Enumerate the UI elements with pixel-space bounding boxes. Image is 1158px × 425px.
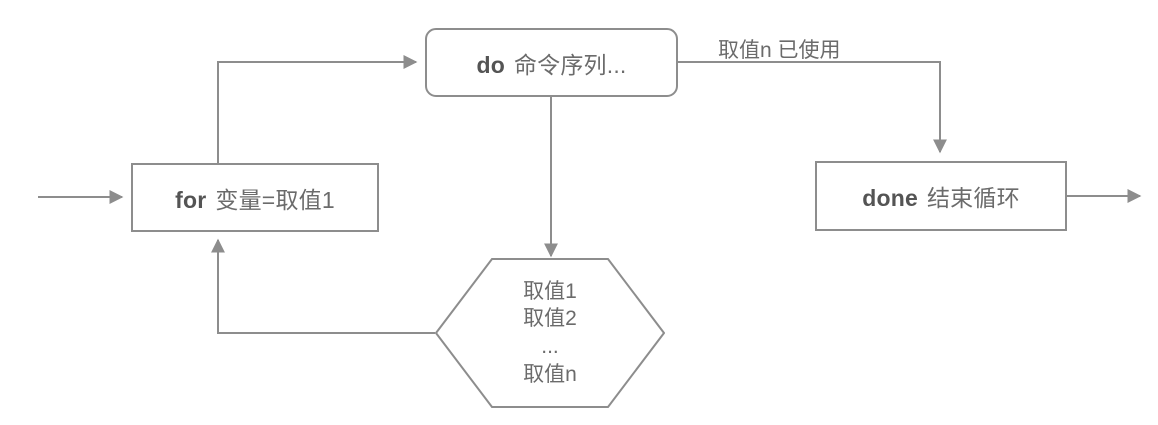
edge-do-to-done — [678, 61, 947, 154]
node-do-text: do 命令序列... — [476, 46, 626, 80]
node-do[interactable]: do 命令序列... — [425, 28, 678, 97]
node-for-body: 变量=取值1 — [215, 186, 335, 213]
node-done-text: done 结束循环 — [862, 179, 1020, 213]
node-values-text: 取值1 取值2 ... 取值n — [523, 278, 577, 389]
node-done[interactable]: done 结束循环 — [815, 161, 1067, 231]
edge-label-values-used: 取值n 已使用 — [718, 39, 841, 62]
node-values-hexagon[interactable]: 取值1 取值2 ... 取值n — [435, 258, 665, 408]
node-for-keyword: for — [175, 186, 207, 213]
edge-for-to-do — [217, 55, 418, 163]
node-do-keyword: do — [476, 51, 505, 78]
node-for[interactable]: for 变量=取值1 — [131, 163, 379, 232]
edge-values-to-for — [211, 238, 435, 334]
value-line-n: 取值n — [523, 362, 577, 386]
node-do-body: 命令序列... — [513, 51, 627, 78]
hexagon-outline — [435, 258, 665, 408]
value-line-1: 取值1 — [523, 279, 577, 303]
node-done-keyword: done — [862, 185, 918, 211]
node-done-body: 结束循环 — [926, 185, 1020, 211]
value-line-ellipsis: ... — [541, 335, 559, 358]
value-line-2: 取值2 — [523, 307, 577, 331]
node-for-text: for 变量=取值1 — [175, 181, 335, 215]
